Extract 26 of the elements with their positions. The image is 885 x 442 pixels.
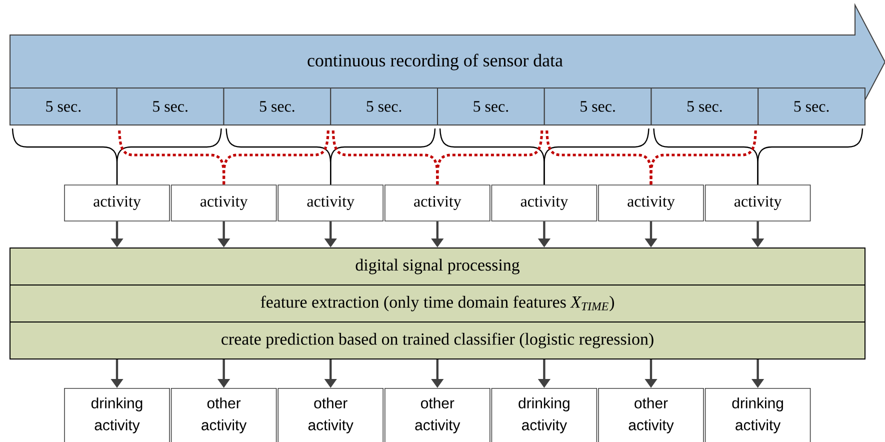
result-box: other activity [278, 388, 384, 442]
segment-box: 5 sec. [758, 88, 866, 126]
activity-box: activity [704, 184, 811, 222]
segment-box: 5 sec. [330, 88, 438, 126]
process-band: create prediction based on trained classifier (logistic regression) [10, 322, 866, 360]
activity-box: activity [598, 184, 704, 222]
process-band: digital signal processing [10, 248, 866, 286]
segment-box: 5 sec. [10, 88, 118, 126]
activity-box: activity [64, 184, 170, 222]
process-band: feature extraction (only time domain features X$_{TIME}$) [10, 284, 866, 322]
result-box: drinking activity [64, 388, 170, 442]
result-box: other activity [598, 388, 704, 442]
segment-box: 5 sec. [544, 88, 652, 126]
activity-box: activity [491, 184, 598, 222]
result-box: drinking activity [704, 388, 811, 442]
result-box: other activity [170, 388, 277, 442]
brace-line [757, 128, 864, 185]
result-box: drinking activity [491, 388, 598, 442]
activity-box: activity [170, 184, 277, 222]
activity-box: activity [278, 184, 384, 222]
result-box: other activity [384, 388, 490, 442]
segment-box: 5 sec. [650, 88, 759, 126]
activity-box: activity [384, 184, 490, 222]
segment-box: 5 sec. [116, 88, 224, 126]
segment-box: 5 sec. [223, 88, 332, 126]
segment-box: 5 sec. [437, 88, 545, 126]
